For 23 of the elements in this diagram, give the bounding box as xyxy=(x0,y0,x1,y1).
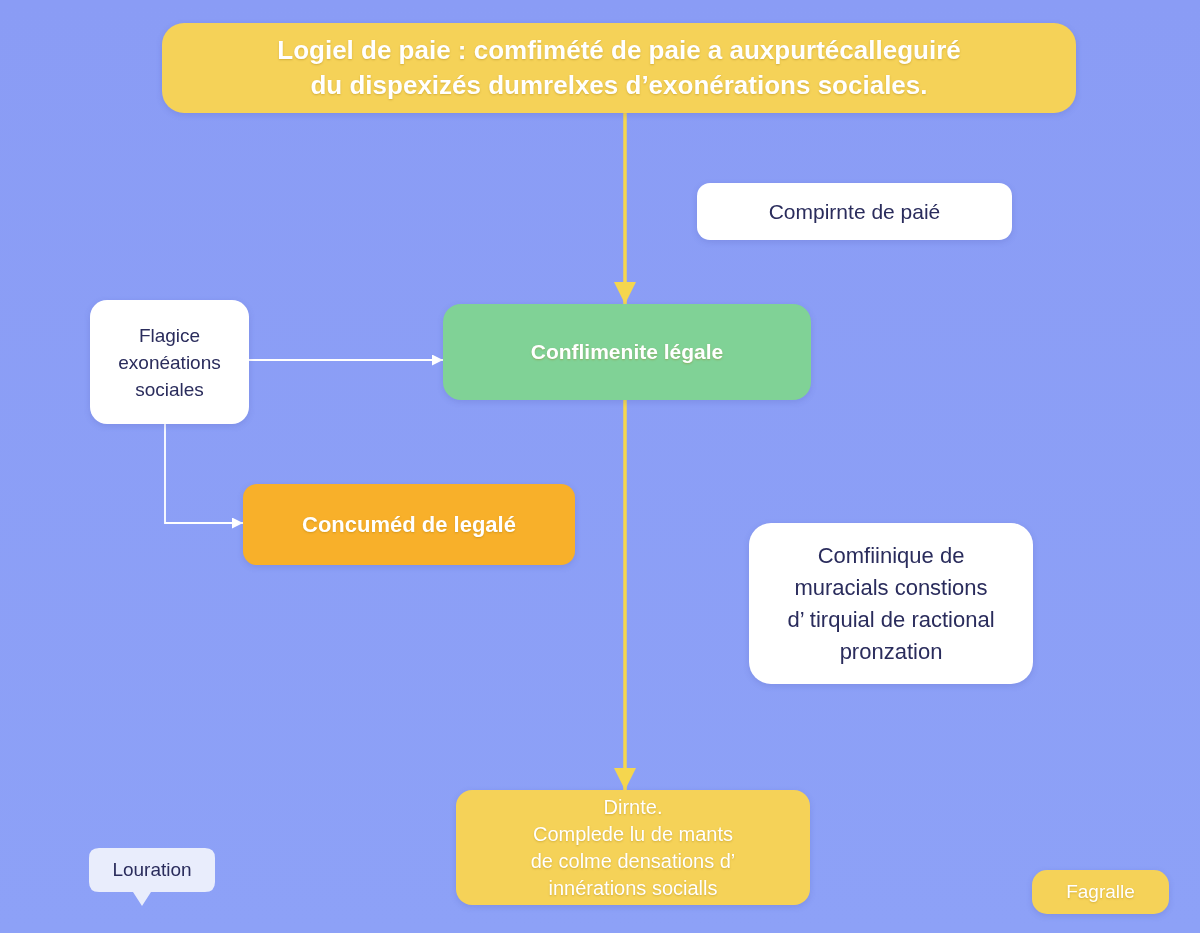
box-label: Compirnte de paié xyxy=(768,198,941,225)
banner-text: Logiel de paie : comfimété de paie a auxpurtécalleguiré du dispexizés dumrelxes d’exonérations sociales. xyxy=(276,34,962,102)
arrow xyxy=(614,113,636,304)
bubble-text: Louration xyxy=(112,858,192,882)
arrow xyxy=(614,400,636,790)
box-label: Flagice exonéations sociales xyxy=(117,323,222,402)
note-box xyxy=(697,183,1012,240)
arrow xyxy=(164,423,244,529)
result-box xyxy=(456,790,810,905)
box-text: Complede lu de mants de colme densations d’ innérations socialls xyxy=(529,822,737,901)
box-label: Concuméd de legalé xyxy=(302,511,516,538)
speech-bubble xyxy=(89,848,215,906)
tag-text: Fagralle xyxy=(1066,880,1135,904)
box-label: Conflimenite légale xyxy=(530,339,724,365)
note-box xyxy=(749,523,1033,684)
box-heading: Dirnte. xyxy=(603,795,663,820)
banner-box xyxy=(162,23,1076,113)
input-box xyxy=(90,300,249,424)
box-text: Comfiinique de muracials constions d’ tirquial de ractional pronzation xyxy=(786,541,996,666)
tag-pill xyxy=(1032,870,1169,914)
process-box xyxy=(243,484,575,565)
process-box xyxy=(443,304,811,400)
arrow xyxy=(248,354,444,366)
